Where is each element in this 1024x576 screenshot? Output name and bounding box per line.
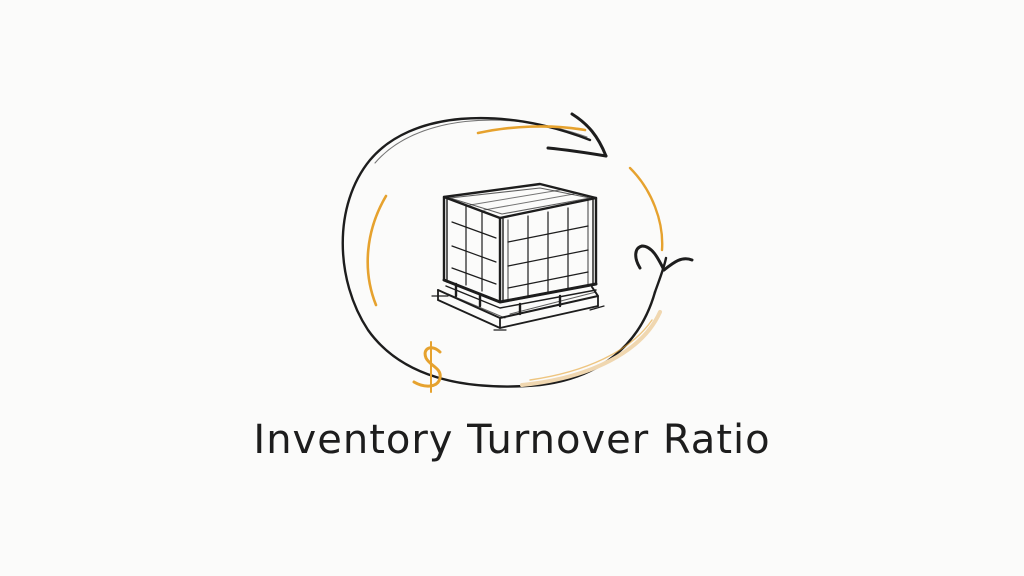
dollar-sign-icon (412, 341, 442, 393)
accent-strokes (366, 125, 664, 387)
illustration-caption: Inventory Turnover Ratio (253, 417, 771, 463)
pallet-crate-icon (431, 182, 605, 331)
circular-arrow-icon (341, 112, 694, 388)
